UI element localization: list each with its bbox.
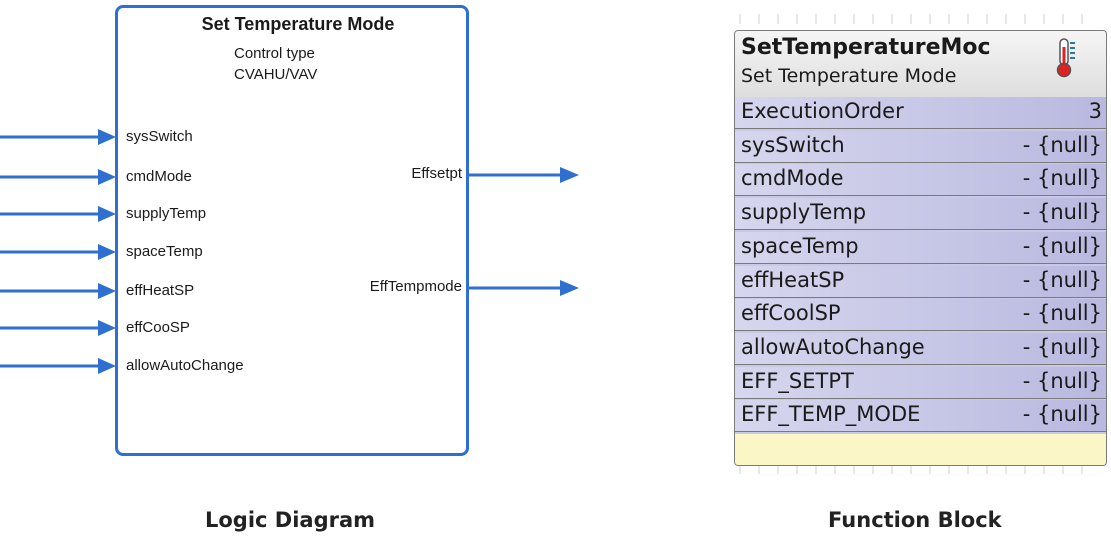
function-block-slot-row[interactable]: supplyTemp - {null}: [735, 198, 1106, 231]
logic-block-frame: [115, 5, 469, 456]
slot-name: effHeatSP: [741, 267, 845, 292]
input-arrowhead: [98, 244, 116, 260]
logic-input-label: allowAutoChange: [126, 357, 244, 374]
function-block-slot-row[interactable]: effCoolSP - {null}: [735, 299, 1106, 332]
input-arrowhead: [98, 283, 116, 299]
slot-name: spaceTemp: [741, 233, 859, 258]
logic-block-subtitle-2: CVAHU/VAV: [234, 66, 318, 83]
logic-output-label: Effsetpt: [411, 165, 462, 182]
logic-block-subtitle-1: Control type: [234, 45, 315, 62]
slot-value: - {null}: [1022, 267, 1102, 292]
logic-diagram-caption: Logic Diagram: [205, 508, 376, 532]
slot-value: - {null}: [1022, 301, 1102, 326]
slot-value: - {null}: [1022, 402, 1102, 427]
slot-name: EFF_TEMP_MODE: [741, 402, 921, 427]
input-arrowhead: [98, 169, 116, 185]
function-block-slot-row[interactable]: ExecutionOrder 3: [735, 97, 1106, 129]
logic-input-label: supplyTemp: [126, 205, 207, 222]
slot-name: allowAutoChange: [741, 334, 925, 359]
function-block-slot-row[interactable]: EFF_SETPT - {null}: [735, 366, 1106, 399]
output-arrowhead: [560, 280, 579, 296]
slot-name: ExecutionOrder: [741, 99, 904, 123]
input-arrowhead: [98, 129, 116, 145]
slot-value: 3: [1088, 99, 1102, 123]
function-block-subtitle: Set Temperature Mode: [741, 65, 957, 87]
logic-input-label: effCooSP: [126, 319, 190, 336]
slot-value: - {null}: [1022, 200, 1102, 225]
thermometer-icon: [1053, 37, 1079, 83]
input-arrowhead: [98, 358, 116, 374]
function-block-title: SetTemperatureMoc: [741, 35, 991, 60]
input-arrowhead: [98, 320, 116, 336]
function-block-slot-row[interactable]: allowAutoChange - {null}: [735, 332, 1106, 365]
output-arrowhead: [560, 167, 579, 183]
logic-input-label: effHeatSP: [126, 282, 195, 299]
logic-input-label: sysSwitch: [126, 128, 193, 145]
slot-name: EFF_SETPT: [741, 368, 854, 393]
function-block-slot-row[interactable]: EFF_TEMP_MODE - {null}: [735, 400, 1106, 433]
function-block-slot-row[interactable]: sysSwitch - {null}: [735, 130, 1106, 163]
function-block-caption: Function Block: [828, 508, 1002, 532]
slot-value: - {null}: [1022, 132, 1102, 157]
slot-name: supplyTemp: [741, 200, 867, 225]
function-block-header: SetTemperatureMoc Set Temperature Mode: [735, 31, 1106, 98]
input-arrowhead: [98, 206, 116, 222]
logic-output-label: EffTempmode: [369, 278, 462, 295]
function-block-footer: [735, 434, 1106, 465]
slot-value: - {null}: [1022, 166, 1102, 191]
function-block-slot-row[interactable]: effHeatSP - {null}: [735, 265, 1106, 298]
function-block-slot-row[interactable]: spaceTemp - {null}: [735, 231, 1106, 264]
logic-block-title: Set Temperature Mode: [201, 14, 395, 34]
slot-value: - {null}: [1022, 368, 1102, 393]
slot-name: sysSwitch: [741, 132, 845, 157]
function-block[interactable]: SetTemperatureMoc Set Temperature Mode E…: [734, 30, 1107, 466]
slot-name: effCoolSP: [741, 301, 841, 326]
slot-value: - {null}: [1022, 334, 1102, 359]
slot-value: - {null}: [1022, 233, 1102, 258]
slot-name: cmdMode: [741, 166, 844, 191]
logic-input-label: cmdMode: [126, 168, 192, 185]
function-block-slot-row[interactable]: cmdMode - {null}: [735, 164, 1106, 197]
logic-input-label: spaceTemp: [126, 243, 203, 260]
